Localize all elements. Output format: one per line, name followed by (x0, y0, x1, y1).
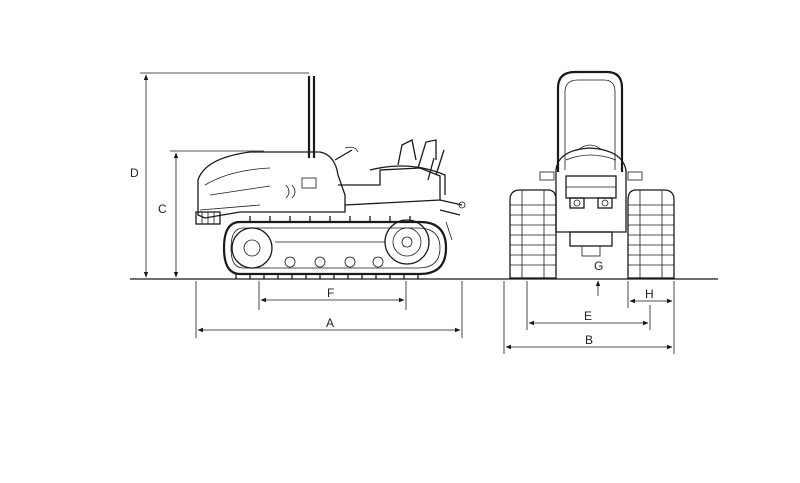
label-e: E (584, 309, 592, 323)
label-c: C (158, 202, 167, 216)
dimension-b: B (503, 281, 675, 354)
dimension-f: F (258, 281, 407, 310)
dimension-h: H (627, 281, 675, 308)
dimension-g: G (594, 259, 603, 296)
label-d: D (130, 166, 139, 180)
dimension-e: E (526, 281, 651, 330)
side-view-tractor (195, 76, 466, 279)
label-h: H (645, 287, 654, 301)
label-b: B (585, 333, 593, 347)
label-g: G (594, 259, 603, 273)
dimension-d: D (130, 72, 309, 278)
dimension-a: A (195, 281, 463, 338)
front-view-tractor (509, 70, 675, 279)
label-f: F (327, 286, 334, 300)
dimension-c: C (158, 150, 264, 278)
label-a: A (326, 316, 334, 330)
